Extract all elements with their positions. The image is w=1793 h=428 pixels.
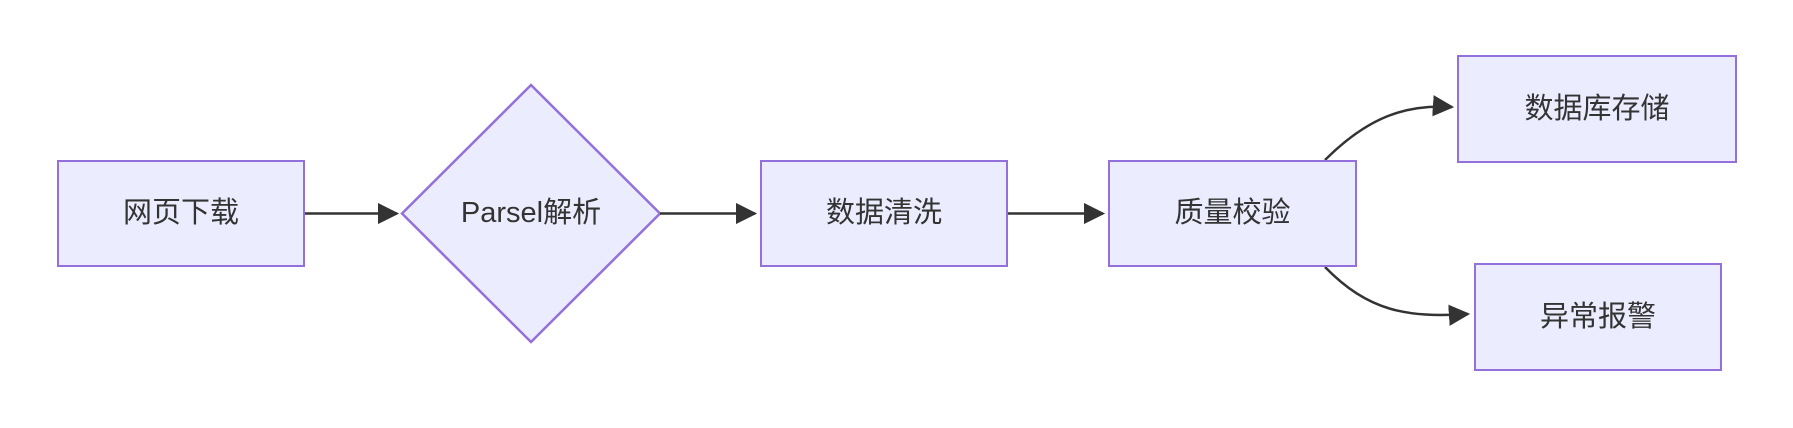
edge-check-to-store <box>1324 95 1455 161</box>
node-alarm: 异常报警 <box>1474 263 1722 371</box>
node-label: 网页下载 <box>122 197 239 230</box>
node-parsel-parse: Parsel解析 <box>402 160 660 267</box>
node-label: 数据清洗 <box>825 197 942 230</box>
edge-check-to-alarm <box>1324 266 1471 326</box>
node-label: 数据库存储 <box>1524 92 1670 125</box>
node-data-clean: 数据清洗 <box>760 160 1008 267</box>
node-quality-check: 质量校验 <box>1108 160 1357 267</box>
node-db-store: 数据库存储 <box>1457 55 1737 163</box>
node-web-download: 网页下载 <box>57 160 305 267</box>
node-label: Parsel解析 <box>460 197 602 230</box>
node-label: 质量校验 <box>1174 197 1291 230</box>
node-label: 异常报警 <box>1539 300 1656 333</box>
